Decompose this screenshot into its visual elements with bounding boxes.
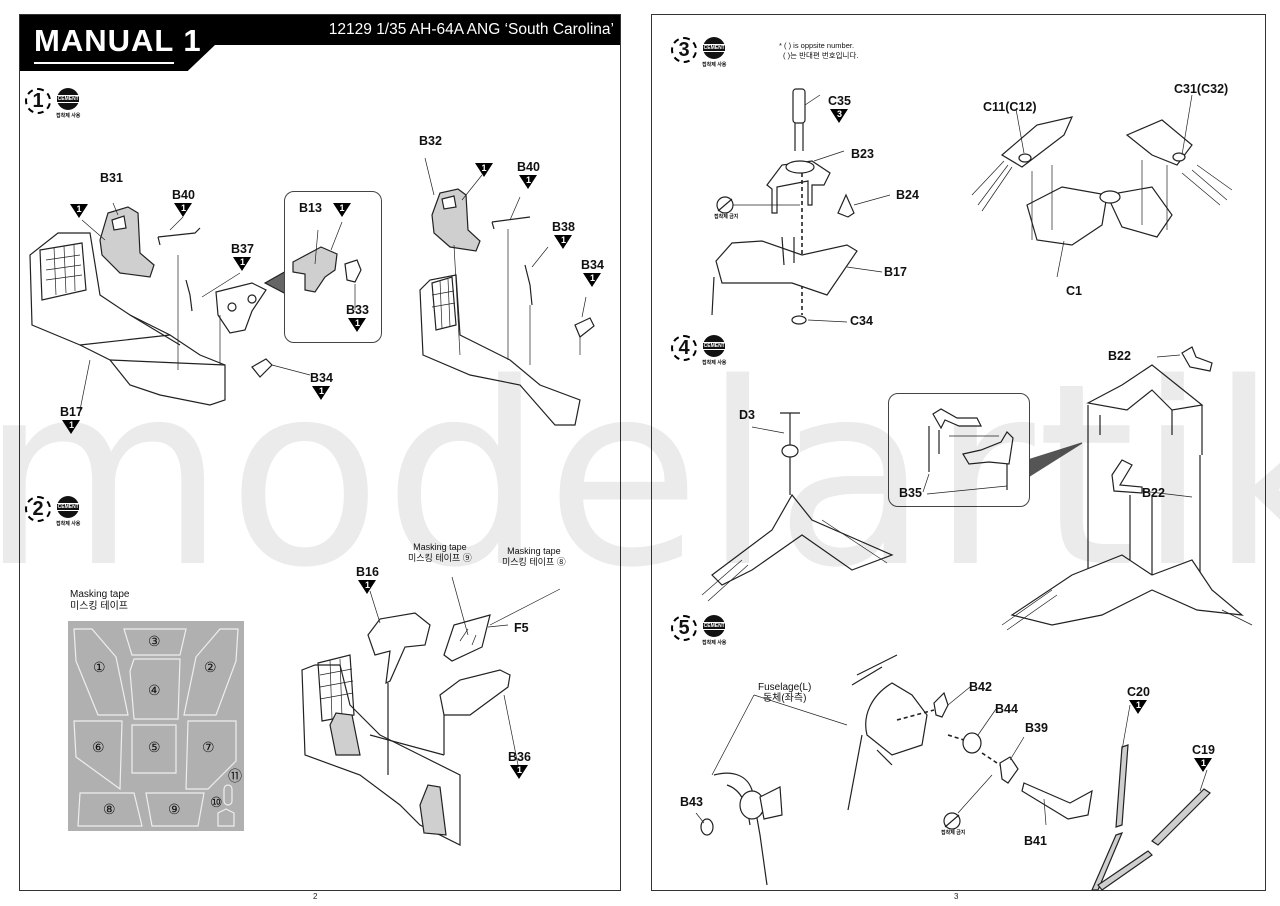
part-label-b41: B41 (1024, 834, 1047, 848)
header-band (20, 15, 620, 45)
part-label-b23: B23 (851, 147, 874, 161)
masking-callout-9: Masking tape 미스킹 테이프 ⑨ (408, 542, 472, 563)
no-cement-icon: 접착제 금지 (714, 214, 739, 220)
step-number: 4 (671, 335, 697, 361)
no-cement-icon: 접착제 금지 (941, 830, 966, 836)
masking-tape-title: Masking tape 미스킹 테이프 (70, 589, 130, 612)
part-label-c1: C1 (1066, 284, 1082, 298)
cement-use-icon: CEMENT 접착제 사용 (702, 37, 726, 68)
step-4-header: 4 CEMENT 접착제 사용 (671, 335, 726, 366)
cement-use-icon: CEMENT 접착제 사용 (56, 88, 80, 119)
step-number: 1 (25, 88, 51, 114)
part-label-b22: B22 (1142, 486, 1165, 500)
step-number: 3 (671, 37, 697, 63)
kit-title: 12129 1/35 AH-64A ANG ‘South Carolina’ (328, 21, 614, 38)
fuselage-left-label: Fuselage(L) 동체(좌측) (758, 682, 812, 704)
part-label-d3: D3 (739, 408, 755, 422)
mask-piece-3: ③ (148, 633, 161, 649)
mask-piece-9: ⑨ (168, 801, 181, 817)
mask-piece-8: ⑧ (103, 801, 116, 817)
step-2-header: 2 CEMENT 접착제 사용 (25, 496, 80, 527)
mask-piece-7: ⑦ (202, 739, 215, 755)
part-label-b43: B43 (680, 795, 703, 809)
cement-use-icon: CEMENT 접착제 사용 (702, 335, 726, 366)
part-label-qty: 1 (70, 203, 88, 218)
masking-callout-8: Masking tape 미스킹 테이프 ⑧ (502, 546, 566, 567)
step-3-diagram (711, 88, 1233, 325)
part-label-b24: B24 (896, 188, 919, 202)
part-label-c34: C34 (850, 314, 873, 328)
part-label-b22: B22 (1108, 349, 1131, 363)
part-label-qty: 1 (333, 202, 351, 217)
detail-inset-b35 (888, 393, 1030, 507)
manual-page-right: 3 CEMENT 접착제 사용 * ( ) is oppsite number.… (651, 14, 1266, 891)
b13-detail-drawing (292, 221, 362, 310)
manual-page-left: MANUAL 1 12129 1/35 AH-64A ANG ‘South Ca… (19, 14, 621, 891)
page-number-right: 3 (954, 892, 959, 901)
step-number: 2 (25, 496, 51, 522)
part-label-b35: B35 (899, 486, 922, 500)
step-4-diagram (701, 346, 1253, 631)
cement-use-icon: CEMENT 접착제 사용 (702, 615, 726, 646)
opposite-number-note: * ( ) is oppsite number. ( )는 반대편 번호입니다. (779, 41, 859, 60)
step-5-header: 5 CEMENT 접착제 사용 (671, 615, 726, 646)
part-label-b42: B42 (969, 680, 992, 694)
part-label-c11-c12: C11(C12) (983, 100, 1037, 114)
cement-use-icon: CEMENT 접착제 사용 (56, 496, 80, 527)
part-label-qty: 1 (475, 162, 493, 177)
part-label-b44: B44 (995, 702, 1018, 716)
step-1-header: 1 CEMENT 접착제 사용 (25, 88, 80, 119)
step-1-diagram (29, 157, 595, 426)
mask-piece-5: ⑤ (148, 739, 161, 755)
masking-tape-sheet: ① ② ③ ④ ⑤ ⑥ ⑦ ⑧ ⑨ ⑩ ⑪ (68, 621, 244, 831)
mask-piece-10: ⑩ (210, 794, 223, 810)
part-label-b39: B39 (1025, 721, 1048, 735)
masking-tape-outlines (73, 628, 239, 827)
step-2-diagram (301, 576, 561, 846)
part-label-c31-c32: C31(C32) (1174, 82, 1229, 96)
mask-piece-4: ④ (148, 682, 161, 698)
mask-piece-2: ② (204, 659, 217, 675)
header-wedge (20, 45, 215, 71)
mask-piece-11: ⑪ (228, 768, 242, 784)
b35-detail-drawing (922, 408, 1014, 495)
title-underline (34, 62, 174, 64)
page-number-left: 2 (313, 892, 318, 901)
part-label-b32: B32 (419, 134, 442, 148)
part-label-b13: B13 (299, 201, 322, 215)
part-label-f5: F5 (514, 621, 529, 635)
mask-piece-6: ⑥ (92, 739, 105, 755)
mask-piece-1: ① (93, 659, 106, 675)
manual-title: MANUAL 1 (34, 23, 202, 58)
part-label-b17: B17 (884, 265, 907, 279)
step-5-diagram (695, 654, 1211, 891)
part-label-b31: B31 (100, 171, 123, 185)
step-3-header: 3 CEMENT 접착제 사용 (671, 37, 726, 68)
step-number: 5 (671, 615, 697, 641)
